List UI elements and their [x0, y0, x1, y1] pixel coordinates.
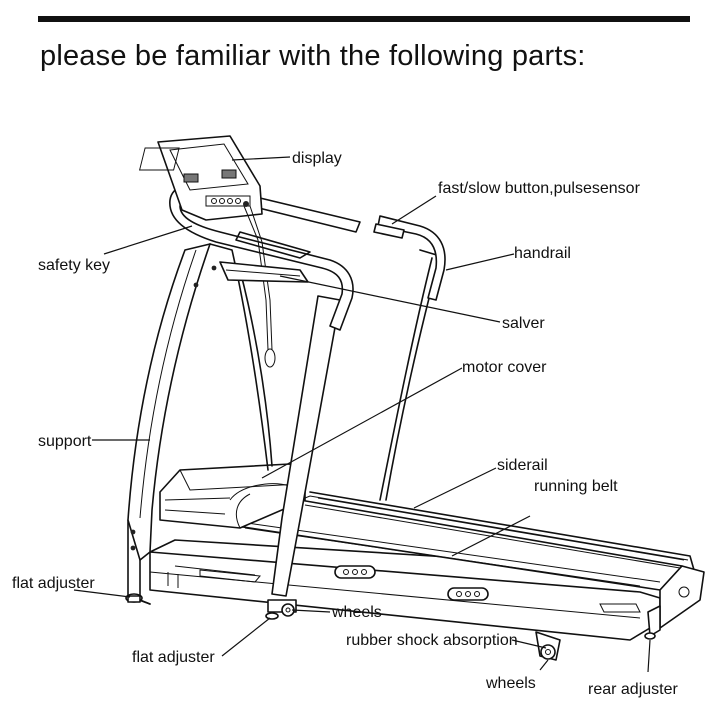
handrails [169, 182, 446, 331]
top-rule [38, 16, 690, 22]
label-wheels-rear: wheels [485, 675, 536, 692]
label-siderail: siderail [497, 457, 548, 474]
label-fast-slow-button: fast/slow button,pulsesensor [438, 180, 641, 197]
label-flat-adjuster-bottom: flat adjuster [132, 649, 215, 666]
label-support: support [38, 433, 92, 450]
label-flat-adjuster-left: flat adjuster [12, 575, 95, 592]
part-labels: display fast/slow button,pulsesensor saf… [12, 150, 678, 698]
label-rear-adjuster: rear adjuster [588, 681, 678, 698]
label-handrail: handrail [514, 245, 571, 262]
label-rubber-shock-absorption: rubber shock absorption [346, 632, 518, 649]
label-running-belt: running belt [534, 478, 618, 495]
console-display [138, 135, 263, 221]
page-heading: please be familiar with the following pa… [40, 40, 586, 72]
deck-side-grips [334, 565, 489, 601]
safety-key-cord [243, 201, 276, 368]
label-salver: salver [502, 315, 545, 332]
leader-lines [73, 156, 651, 673]
feet-and-wheels [125, 593, 656, 661]
fast-slow-button [373, 223, 405, 239]
label-safety-key: safety key [38, 257, 110, 274]
label-wheels-front: wheels [331, 604, 382, 621]
label-display: display [292, 150, 342, 167]
label-motor-cover: motor cover [462, 359, 547, 376]
rear-end-cap [599, 565, 705, 637]
